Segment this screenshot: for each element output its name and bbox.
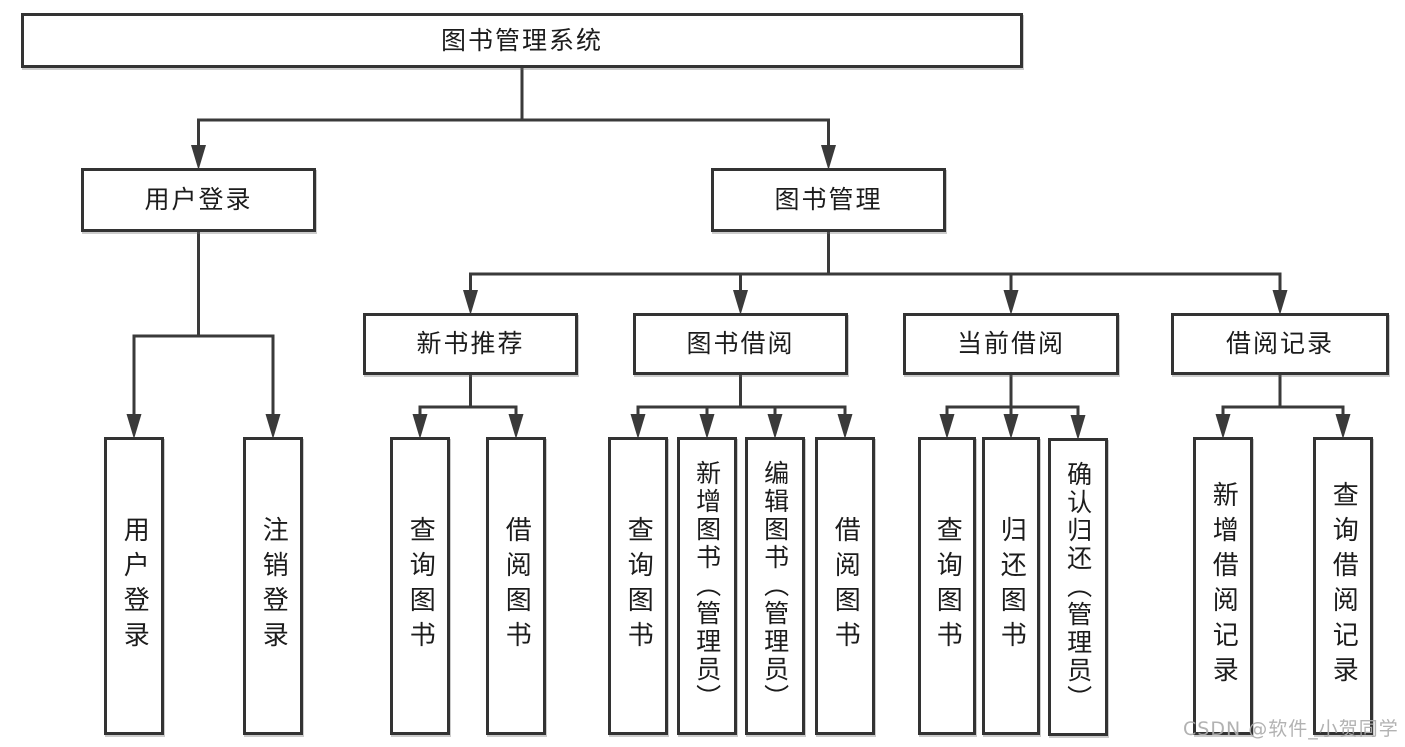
node-leaf-bb-edit: 编辑图书（管理员）	[745, 437, 805, 735]
node-leaf-nb-borrow: 借阅图书	[486, 437, 546, 735]
node-current-borrow: 当前借阅	[903, 313, 1119, 375]
node-leaf-br-add: 新增借阅记录	[1193, 437, 1253, 735]
node-root: 图书管理系统	[21, 13, 1023, 68]
node-leaf-cb-return: 归还图书	[982, 437, 1040, 735]
node-leaf-bb-add: 新增图书（管理员）	[677, 437, 737, 735]
node-book-mgmt: 图书管理	[711, 168, 946, 232]
node-leaf-cb-query: 查询图书	[918, 437, 976, 735]
node-leaf-nb-query: 查询图书	[390, 437, 450, 735]
node-leaf-cb-confirm: 确认归还（管理员）	[1048, 438, 1108, 736]
node-user-login: 用户登录	[81, 168, 316, 232]
node-leaf-bb-borrow: 借阅图书	[815, 437, 875, 735]
node-book-borrow: 图书借阅	[633, 313, 848, 375]
node-new-book: 新书推荐	[363, 313, 578, 375]
node-leaf-logout: 注销登录	[243, 437, 303, 735]
watermark: CSDN @软件_小贺同学	[1183, 718, 1399, 740]
node-leaf-bb-query: 查询图书	[608, 437, 668, 735]
node-borrow-record: 借阅记录	[1171, 313, 1389, 375]
node-leaf-user-login: 用户登录	[104, 437, 164, 735]
node-leaf-br-query: 查询借阅记录	[1313, 437, 1373, 735]
